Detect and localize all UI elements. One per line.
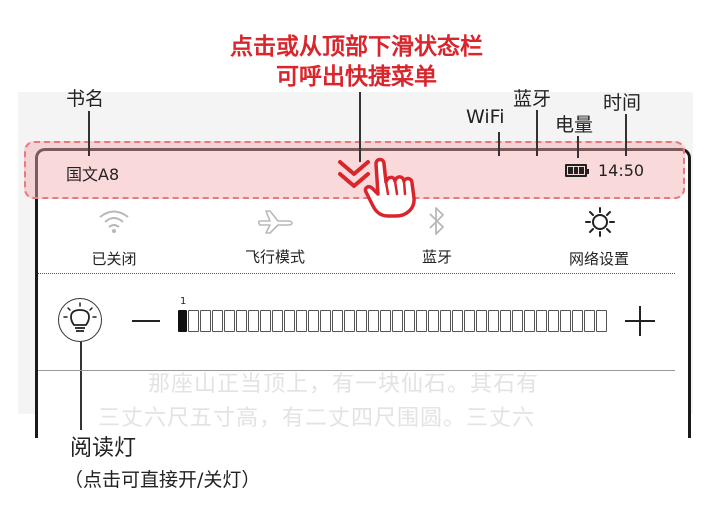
brightness-segment[interactable] [476,310,487,332]
brightness-segment[interactable] [572,310,583,332]
brightness-segment[interactable] [548,310,559,332]
callout-title-line-1: 点击或从顶部下滑状态栏 [230,34,483,60]
label-wifi: WiFi [466,106,505,128]
brightness-segment[interactable] [178,310,187,332]
caption-reading-light-hint: （点击可直接开/关灯） [64,469,261,491]
brightness-segment[interactable] [368,310,379,332]
pointer-reading-light [80,342,82,430]
qs-label-wifi[interactable]: 已关闭 [91,250,137,268]
brightness-segment[interactable] [524,310,535,332]
brightness-segment[interactable] [320,310,331,332]
brightness-decrease-button[interactable] [132,320,160,322]
brightness-segment[interactable] [296,310,307,332]
brightness-segment[interactable] [392,310,403,332]
bulb-icon [63,302,97,332]
brightness-segment[interactable] [272,310,283,332]
brightness-increase-button-v[interactable] [639,306,641,336]
qs-label-network-settings[interactable]: 网络设置 [568,250,629,268]
bluetooth-icon[interactable] [428,206,446,236]
label-book-name: 书名 [66,88,105,110]
label-bluetooth: 蓝牙 [513,88,552,110]
brightness-segment[interactable] [440,310,451,332]
pointer-battery [577,136,579,158]
brightness-segment[interactable] [512,310,523,332]
pointer-time [625,114,627,156]
brightness-segment[interactable] [188,310,199,332]
brightness-segment[interactable] [212,310,223,332]
brightness-segment[interactable] [200,310,211,332]
brightness-segment[interactable] [380,310,391,332]
brightness-segment[interactable] [584,310,595,332]
qs-label-bluetooth[interactable]: 蓝牙 [421,248,452,266]
status-book-title: 国文A8 [66,165,120,184]
divider [38,273,675,274]
brightness-segment[interactable] [236,310,247,332]
brightness-segment[interactable] [308,310,319,332]
menu-bottom-divider [38,370,675,371]
brightness-segment[interactable] [332,310,343,332]
callout-title-line-2: 可呼出快捷菜单 [276,64,437,90]
brightness-slider[interactable] [178,310,607,332]
caption-reading-light: 阅读灯 [70,436,137,461]
swipe-down-hand-icon [338,157,416,218]
status-time: 14:50 [598,161,645,180]
pointer-book-name [88,111,90,156]
brightness-segment[interactable] [536,310,547,332]
brightness-segment[interactable] [344,310,355,332]
brightness-segment[interactable] [596,310,607,332]
reading-light-button[interactable] [58,298,102,342]
label-time: 时间 [603,92,642,114]
brightness-segment[interactable] [464,310,475,332]
ereader-screen [35,148,691,438]
brightness-segment[interactable] [560,310,571,332]
brightness-segment[interactable] [404,310,415,332]
airplane-icon[interactable] [258,208,294,234]
brightness-segment[interactable] [416,310,427,332]
pointer-callout [359,92,361,162]
brightness-segment[interactable] [248,310,259,332]
battery-icon [565,164,589,177]
pointer-bluetooth [536,110,538,156]
brightness-segment[interactable] [488,310,499,332]
label-battery: 电量 [555,114,594,136]
sun-icon[interactable] [584,206,616,238]
brightness-value: 1 [180,296,187,307]
brightness-segment[interactable] [260,310,271,332]
brightness-segment[interactable] [224,310,235,332]
book-text-line-1: 那座山正当顶上，有一块仙石。其石有 [148,372,540,397]
brightness-segment[interactable] [500,310,511,332]
pointer-wifi [498,132,500,156]
brightness-segment[interactable] [428,310,439,332]
wifi-icon[interactable] [98,208,130,234]
brightness-segment[interactable] [284,310,295,332]
qs-label-airplane[interactable]: 飞行模式 [244,248,305,266]
brightness-segment[interactable] [452,310,463,332]
brightness-segment[interactable] [356,310,367,332]
book-text-line-2: 三丈六尺五寸高，有二丈四尺围圆。三丈六 [98,406,536,431]
